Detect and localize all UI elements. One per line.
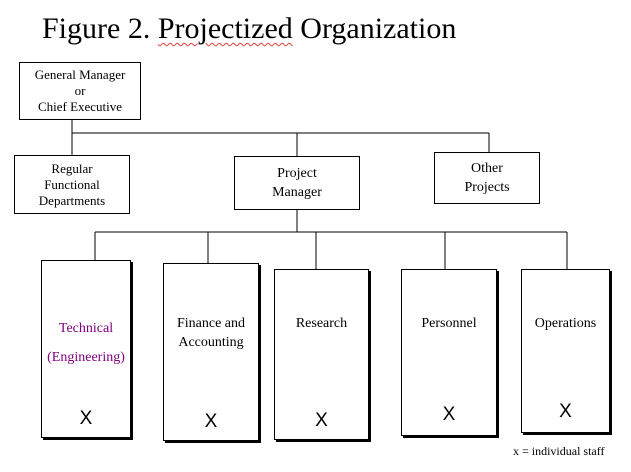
other-line1: Other [471,161,503,176]
staff-marker: X [204,411,218,432]
finance-line1: Finance and [176,316,246,331]
regular-line3: Departments [38,192,106,208]
regular-line1: Regular [51,160,93,176]
box-general-manager: General Manager or Chief Executive [19,62,141,120]
box-regular-functional-departments: Regular Functional Departments [14,155,130,214]
dept-name-operations: Operations [522,314,609,333]
technical-line2: (Engineering) [47,350,125,365]
gm-line1: General Manager [34,67,126,82]
dept-box-finance: Finance and Accounting X [163,263,259,441]
pm-line1: Project [277,166,317,181]
dept-box-research: Research X [274,269,369,440]
finance-line2: Accounting [178,335,244,350]
title-suffix: Organization [292,12,457,45]
staff-marker: X [79,408,93,429]
box-project-manager: Project Manager [234,156,360,210]
other-line2: Projects [464,180,510,195]
figure-title: Figure 2. Projectized Organization [42,12,456,46]
dept-name-technical: Technical (Engineering) [38,314,134,372]
dept-box-technical: Technical (Engineering) X [41,260,131,438]
staff-marker: X [442,404,456,425]
dept-name-research: Research [275,314,368,333]
staff-marker: X [315,410,328,431]
regular-line2: Functional [44,176,100,192]
dept-box-personnel: Personnel X [401,269,497,436]
operations-line1: Operations [534,316,597,331]
gm-line2: or [74,83,86,98]
dept-name-finance: Finance and Accounting [164,314,258,352]
personnel-line1: Personnel [421,316,477,331]
box-other-projects: Other Projects [434,152,540,204]
title-spellchecked-word: Projectized [157,12,293,45]
technical-line1: Technical [58,321,114,336]
dept-box-operations: Operations X [521,269,610,433]
dept-name-personnel: Personnel [402,314,496,333]
pm-line2: Manager [272,185,322,200]
research-line1: Research [295,316,348,331]
title-prefix: Figure 2. [42,12,158,45]
staff-marker: X [559,401,572,422]
legend-note: x = individual staff [513,444,605,458]
gm-line3: Chief Executive [37,99,123,114]
